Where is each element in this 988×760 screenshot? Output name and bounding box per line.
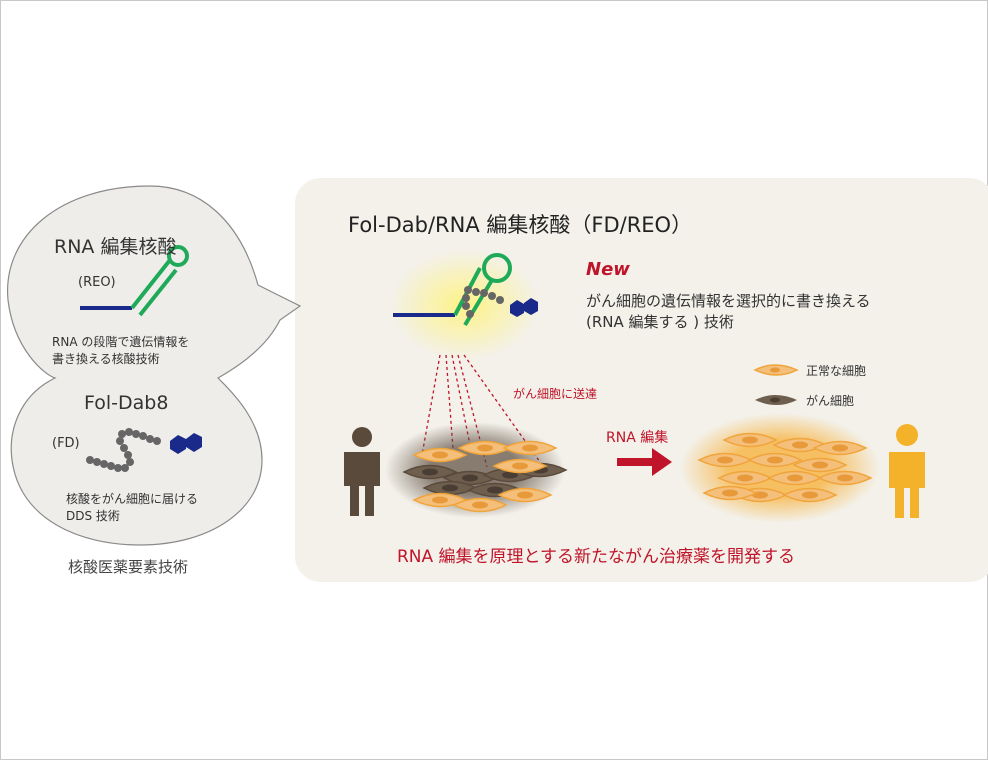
reo-molecule-icon xyxy=(80,245,189,317)
sick-person-icon xyxy=(344,427,380,516)
panel-desc-line1: がん細胞の遺伝情報を選択的に書き換える xyxy=(586,292,871,310)
cell-nucleus xyxy=(512,462,528,470)
panel-desc-line2: (RNA 編集する ) 技術 xyxy=(586,313,734,331)
panel-title: Fol-Dab/RNA 編集核酸（FD/REO） xyxy=(348,213,693,237)
cell-nucleus xyxy=(802,491,818,499)
caption: 核酸医薬要素技術 xyxy=(68,558,189,576)
legend-normal-label: 正常な細胞 xyxy=(806,364,867,378)
cell-nucleus xyxy=(432,496,448,504)
cell-nucleus xyxy=(832,444,848,452)
cell-nucleus xyxy=(477,444,493,452)
cell-nucleus xyxy=(517,491,533,499)
fd-reo-complex-icon xyxy=(393,253,538,327)
cell-nucleus xyxy=(722,489,738,497)
fd-title: Fol-Dab8 xyxy=(84,392,169,414)
cell-nucleus xyxy=(487,486,503,494)
new-label: New xyxy=(586,259,630,280)
cell-nucleus xyxy=(522,444,538,452)
delivery-label: がん細胞に送達 xyxy=(513,387,598,401)
legend-cancer-label: がん細胞 xyxy=(806,394,855,408)
reo-desc-line1: RNA の段階で遺伝情報を xyxy=(52,335,190,349)
cell-nucleus xyxy=(742,436,758,444)
cell-nucleus xyxy=(502,471,518,479)
legend-normal-cell-icon xyxy=(753,364,799,376)
fd-desc-line1: 核酸をがん細胞に届ける xyxy=(66,492,199,506)
healthy-person-icon xyxy=(889,424,925,518)
cell-nucleus xyxy=(472,501,488,509)
cell-nucleus xyxy=(837,474,853,482)
fd-abbr: (FD) xyxy=(52,436,80,451)
legend-cancer-cell-icon xyxy=(755,395,797,405)
fol-dab-molecule-icon xyxy=(86,428,202,472)
reo-abbr: (REO) xyxy=(78,275,116,290)
cell-nucleus xyxy=(792,441,808,449)
healthy-tissue-cells xyxy=(697,432,873,503)
healthy-tissue xyxy=(680,413,880,523)
reo-title: RNA 編集核酸 xyxy=(54,236,177,258)
fd-desc-line2: DDS 技術 xyxy=(66,509,120,523)
cell-nucleus xyxy=(717,456,733,464)
cancer-tissue-cells xyxy=(402,440,568,513)
cell-nucleus xyxy=(737,474,753,482)
cell-nucleus xyxy=(767,456,783,464)
arrow-label: RNA 編集 xyxy=(606,430,669,446)
rna-editing-arrow xyxy=(617,448,672,476)
reo-desc-line2: 書き換える核酸技術 xyxy=(52,352,160,366)
conclusion: RNA 編集を原理とする新たながん治療薬を開発する xyxy=(397,547,796,567)
cell-nucleus xyxy=(812,461,828,469)
cell-nucleus xyxy=(422,468,438,476)
cell-nucleus xyxy=(442,484,458,492)
cell-nucleus xyxy=(462,474,478,482)
cell-nucleus xyxy=(787,474,803,482)
cell-nucleus xyxy=(432,451,448,459)
speech-bubble xyxy=(7,185,302,546)
